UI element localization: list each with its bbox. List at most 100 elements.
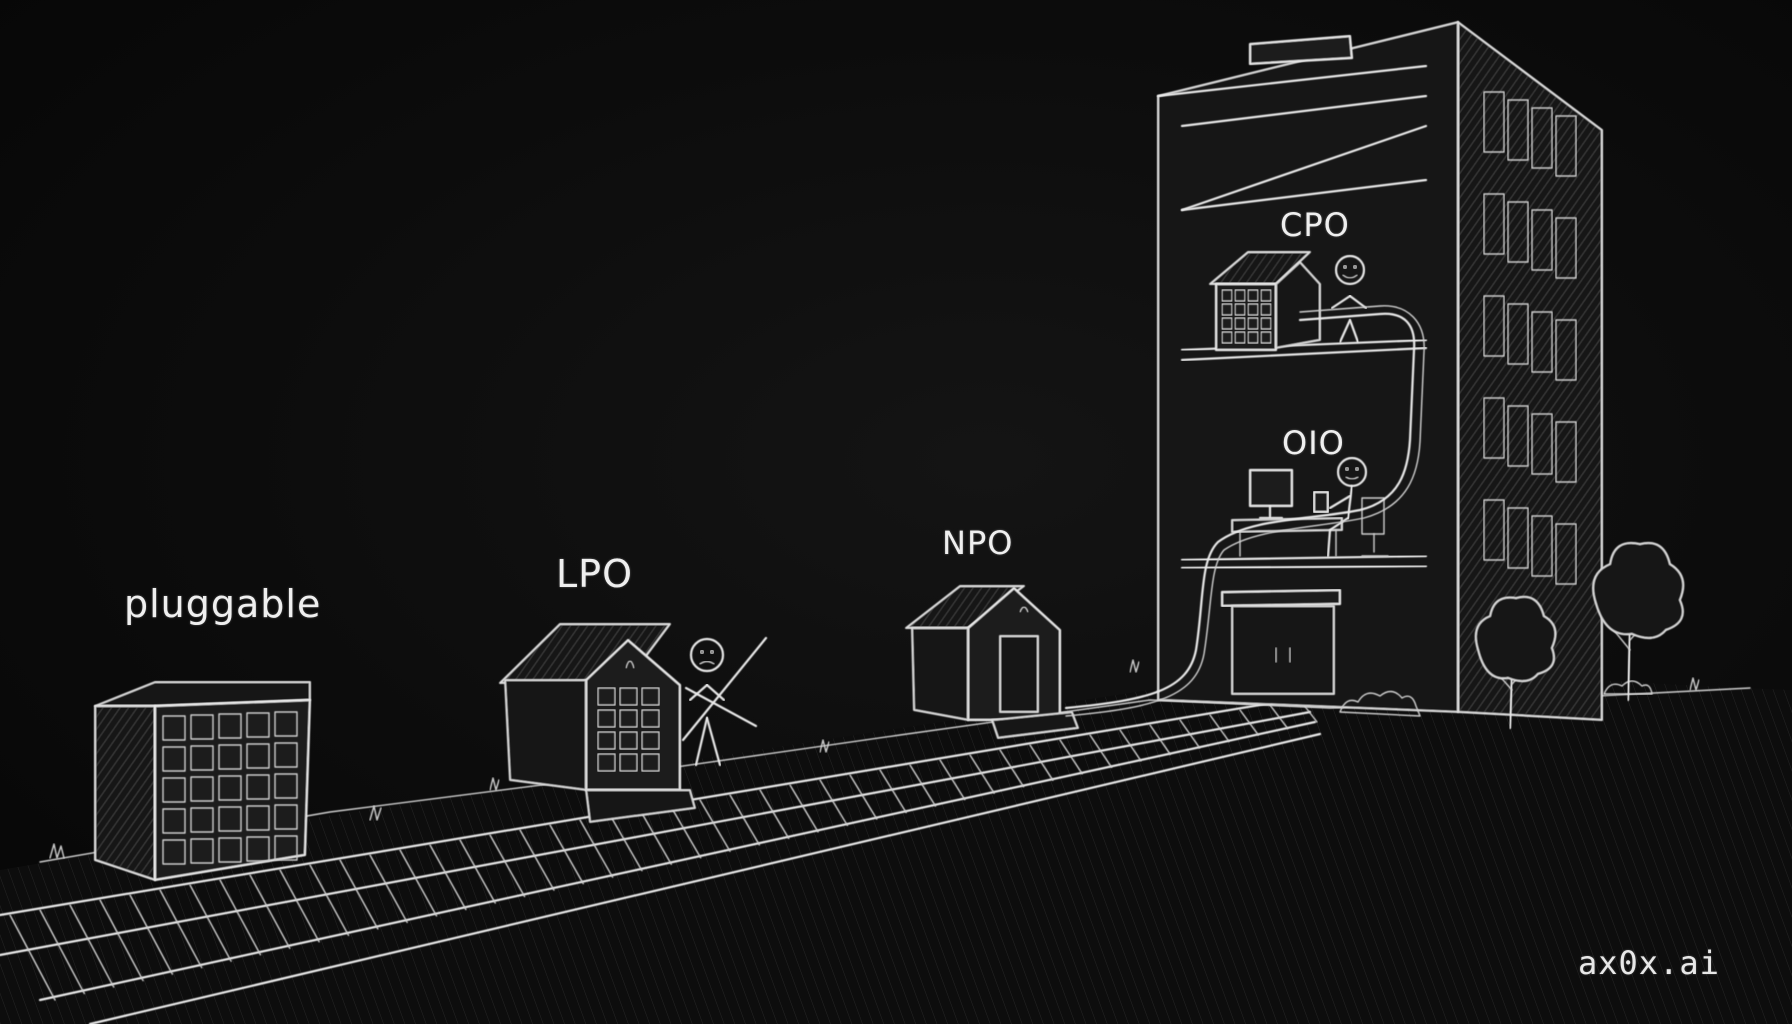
- rail-sleeper: [1029, 744, 1054, 781]
- rail-sleeper: [1059, 739, 1083, 775]
- building-window: [1531, 311, 1553, 373]
- lpo-slot: [619, 687, 638, 706]
- ground: [0, 672, 1792, 1024]
- rail-sleeper: [819, 779, 849, 827]
- cpo-label: CPO: [1280, 206, 1350, 244]
- building-window: [1531, 209, 1553, 271]
- lpo-slot: [641, 709, 660, 728]
- building-window: [1507, 507, 1529, 569]
- module-slot: [218, 744, 242, 770]
- building-window: [1507, 405, 1529, 467]
- module-slot: [190, 714, 214, 740]
- rail-sleeper: [1179, 719, 1201, 749]
- building-window: [1555, 523, 1577, 585]
- module-slot: [274, 711, 298, 737]
- tree-small: [1474, 595, 1557, 730]
- lpo-house: [499, 611, 696, 823]
- datacenter-building: [1156, 21, 1603, 721]
- building-window: [1507, 303, 1529, 365]
- cpo-slot: [1221, 331, 1233, 344]
- rail-sleeper: [789, 784, 819, 833]
- rail-sleeper: [999, 749, 1025, 788]
- lpo-slot: [619, 731, 638, 750]
- rail-sleeper: [189, 884, 232, 962]
- oio-room: [1231, 468, 1343, 557]
- rail-sleeper: [1239, 709, 1259, 736]
- rail-sleeper: [39, 909, 86, 995]
- module-slot: [162, 808, 186, 834]
- grass-tufts: [49, 659, 1700, 859]
- module-slot: [190, 807, 214, 833]
- building-window: [1555, 421, 1577, 483]
- cpo-slot: [1247, 303, 1259, 316]
- cpo-slot: [1221, 289, 1233, 302]
- building-window: [1483, 397, 1505, 459]
- fiber-cable: [1064, 305, 1425, 717]
- rail-sleeper: [369, 854, 408, 924]
- cpo-slot: [1234, 331, 1246, 344]
- building-window: [1483, 295, 1505, 357]
- rail-sleeper: [1119, 729, 1142, 762]
- module-slot: [246, 774, 270, 800]
- lpo-slot: [619, 709, 638, 728]
- rail-sleeper: [909, 764, 937, 807]
- rail-sleeper: [489, 834, 526, 898]
- rail-sleeper: [459, 839, 496, 904]
- module-slot: [218, 806, 242, 832]
- rail-sleeper: [1269, 704, 1289, 730]
- rail-sleeper: [759, 789, 790, 840]
- module-slot: [218, 837, 242, 863]
- lpo-slot: [597, 731, 616, 750]
- rail-sleeper: [579, 819, 614, 878]
- cpo-slot: [1247, 331, 1259, 344]
- lpo-slot: [597, 709, 616, 728]
- rail-sleeper: [129, 894, 174, 975]
- cpo-slot: [1260, 331, 1272, 344]
- building-window: [1507, 201, 1529, 263]
- rail-sleeper: [669, 804, 702, 859]
- rail-sleeper: [729, 794, 761, 846]
- cpo-slot: [1247, 317, 1259, 330]
- pluggable-module: [94, 659, 312, 882]
- building-window: [1507, 99, 1529, 161]
- rail-sleeper: [639, 809, 673, 865]
- rail-sleeper: [69, 904, 115, 988]
- tree-large: [1592, 542, 1685, 702]
- building-window: [1483, 91, 1505, 153]
- module-slot: [162, 839, 186, 865]
- cpo-slot: [1234, 303, 1246, 316]
- module-slot: [218, 713, 242, 739]
- module-slot: [162, 746, 186, 772]
- rail-sleeper: [879, 769, 907, 814]
- rail-sleeper: [609, 814, 643, 872]
- rail-sleeper: [9, 914, 56, 1001]
- lpo-slot: [619, 753, 638, 772]
- lpo-slot: [597, 753, 616, 772]
- rail-sleeper: [219, 879, 262, 956]
- cpo-slot: [1234, 289, 1246, 302]
- rail-sleeper: [339, 859, 379, 930]
- module-slot: [190, 838, 214, 864]
- cpo-slot: [1234, 317, 1246, 330]
- module-slot: [218, 775, 242, 801]
- rail-sleeper: [1089, 734, 1113, 768]
- rail-sleeper: [699, 799, 731, 853]
- cpo-slot: [1260, 317, 1272, 330]
- module-slot: [246, 712, 270, 738]
- lpo-worker-crossed-out: [681, 636, 768, 767]
- cpo-slot: [1260, 289, 1272, 302]
- module-slot: [190, 745, 214, 771]
- lpo-slot: [641, 687, 660, 706]
- bushes: [1339, 680, 1653, 717]
- npo-label: NPO: [942, 524, 1014, 562]
- rail-sleeper: [399, 849, 438, 917]
- cpo-slot: [1260, 303, 1272, 316]
- cpo-slot: [1221, 317, 1233, 330]
- cpo-slot: [1221, 303, 1233, 316]
- lpo-slot: [597, 687, 616, 706]
- rail-sleeper: [1209, 714, 1230, 743]
- module-slot: [274, 835, 298, 861]
- pluggable-label: pluggable: [124, 582, 322, 626]
- rail-sleeper: [519, 829, 555, 891]
